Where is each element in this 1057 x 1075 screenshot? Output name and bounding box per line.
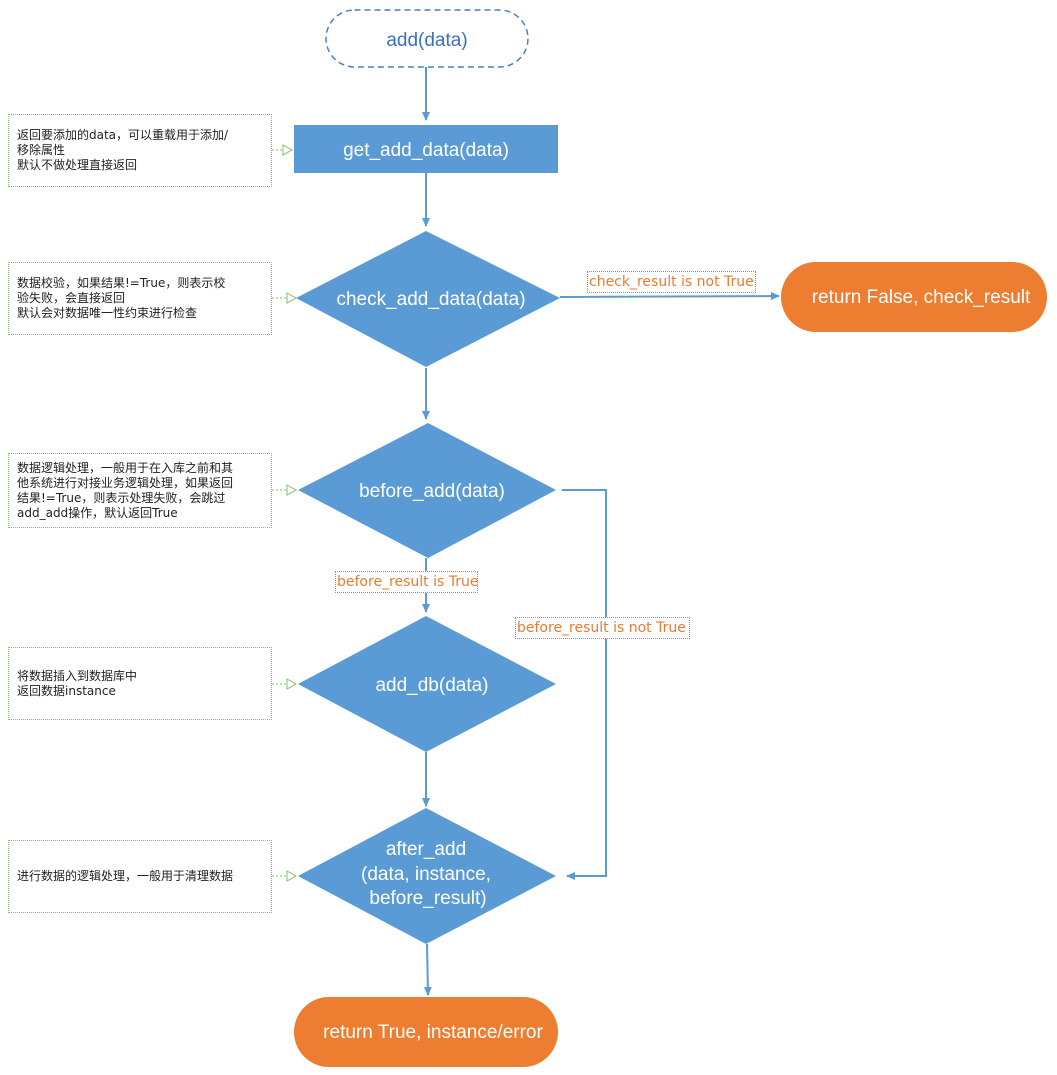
start-node-label: add(data) (386, 30, 467, 51)
return-false-label: return False, check_result (812, 287, 1031, 308)
return-true-node (294, 997, 558, 1067)
note-add-db: 将数据插入到数据库中 返回数据instance (8, 647, 272, 720)
note-get-add-data-text: 返回要添加的data，可以重载用于添加/ 移除属性 默认不做处理直接返回 (17, 128, 229, 172)
condition-before-true: before_result is True (335, 571, 478, 593)
start-node (325, 9, 529, 68)
get-add-data-node (294, 125, 558, 173)
edge-check-false (559, 292, 780, 301)
after-add-label-3: before_result) (369, 888, 486, 909)
note-after-add: 进行数据的逻辑处理，一般用于清理数据 (8, 840, 272, 913)
before-add-node (298, 423, 556, 558)
after-add-label-1: after_add (386, 839, 466, 860)
after-add-node (298, 808, 556, 944)
check-add-data-node (296, 231, 560, 367)
edge-before-skip (562, 489, 607, 880)
add-db-node (298, 616, 556, 752)
note-before-add-text: 数据逻辑处理，一般用于在入库之前和其 他系统进行对接业务逻辑处理，如果返回 结果… (17, 460, 234, 520)
note-add-db-text: 将数据插入到数据库中 返回数据instance (17, 668, 138, 698)
condition-before-not-true: before_result is not True (515, 617, 690, 639)
after-add-label-2: (data, instance, (361, 864, 491, 885)
edge-after-return (423, 943, 432, 996)
check-add-data-label: check_add_data(data) (336, 289, 525, 310)
note-after-add-text: 进行数据的逻辑处理，一般用于清理数据 (17, 869, 234, 883)
before-add-label: before_add(data) (359, 481, 505, 502)
condition-check-not-true: check_result is not True (587, 271, 756, 293)
add-db-label: add_db(data) (375, 675, 488, 696)
note-check-add-data-text: 数据校验，如果结果!=True，则表示校 验失败，会直接返回 默认会对数据唯一性… (17, 276, 226, 320)
note-check-add-data: 数据校验，如果结果!=True，则表示校 验失败，会直接返回 默认会对数据唯一性… (8, 262, 272, 335)
get-add-data-label: get_add_data(data) (343, 140, 509, 161)
note-get-add-data: 返回要添加的data，可以重载用于添加/ 移除属性 默认不做处理直接返回 (8, 114, 272, 187)
return-true-label: return True, instance/error (323, 1022, 543, 1043)
note-before-add: 数据逻辑处理，一般用于在入库之前和其 他系统进行对接业务逻辑处理，如果返回 结果… (8, 453, 272, 528)
return-false-node (781, 262, 1047, 332)
